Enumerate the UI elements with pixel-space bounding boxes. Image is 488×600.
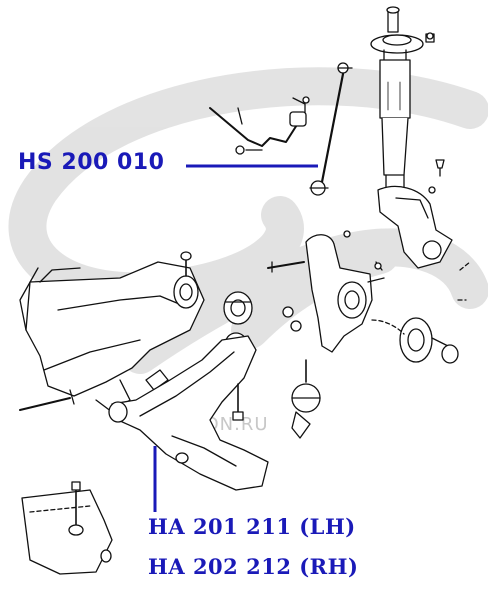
bearing-housing — [267, 234, 385, 353]
strut-assembly — [370, 6, 435, 196]
control-arm-lh-part-number: HA 201 211 (LH) — [148, 514, 356, 539]
control-arm-rh-part-number: HA 202 212 (RH) — [148, 554, 359, 579]
steering-knuckle — [377, 159, 453, 269]
stabilizer-link — [309, 62, 353, 196]
inset-detail — [21, 481, 113, 575]
lower-control-arm — [108, 335, 269, 491]
wheel-hub — [371, 261, 471, 364]
subframe — [19, 251, 205, 413]
stabilizer-bar — [209, 97, 307, 155]
ball-joint — [291, 359, 321, 439]
fasteners — [302, 32, 436, 270]
stabilizer-link-part-number: HS 200 010 — [18, 150, 165, 175]
